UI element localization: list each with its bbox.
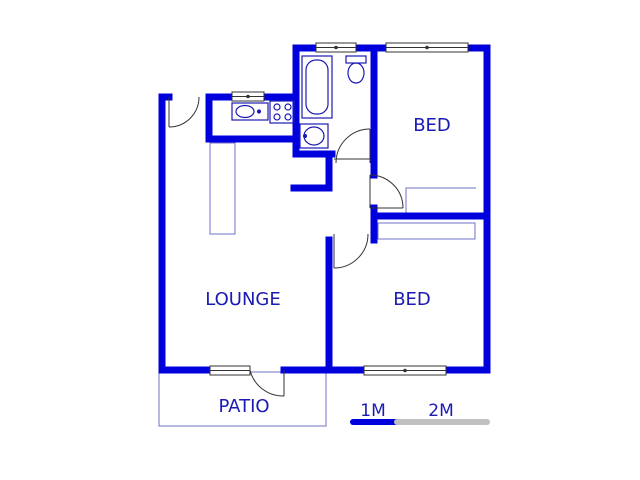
cupboard-bottom-outline — [377, 222, 476, 240]
room-label-bed-top: BED — [413, 115, 451, 136]
window-bed-bottom — [363, 365, 447, 376]
kitchen-counter — [209, 142, 236, 235]
windows — [209, 42, 469, 376]
basin — [299, 123, 329, 149]
window-bed-top — [385, 42, 469, 53]
kitchen-sink — [231, 102, 269, 121]
door-bed-bottom — [333, 233, 369, 269]
cupboard-outline — [405, 187, 476, 213]
room-label-patio: PATIO — [218, 396, 269, 417]
room-label-bed-bottom: BED — [393, 289, 431, 310]
door-bed-top — [369, 174, 404, 209]
toilet — [345, 55, 367, 84]
fixtures — [231, 55, 367, 149]
door-entrance — [168, 96, 200, 128]
window-kitchen — [231, 91, 265, 102]
doors — [168, 96, 404, 397]
window-patio — [209, 365, 251, 376]
scale-bar: 1M 2M — [350, 401, 490, 425]
door-bathroom — [334, 128, 371, 164]
bathtub — [301, 55, 333, 119]
room-label-lounge: LOUNGE — [205, 289, 281, 310]
window-bath — [315, 42, 357, 53]
door-patio — [249, 369, 285, 397]
stove — [269, 100, 295, 124]
scale-label-1m: 1M — [360, 401, 385, 421]
walls — [158, 44, 491, 374]
scale-label-2m: 2M — [428, 401, 453, 421]
